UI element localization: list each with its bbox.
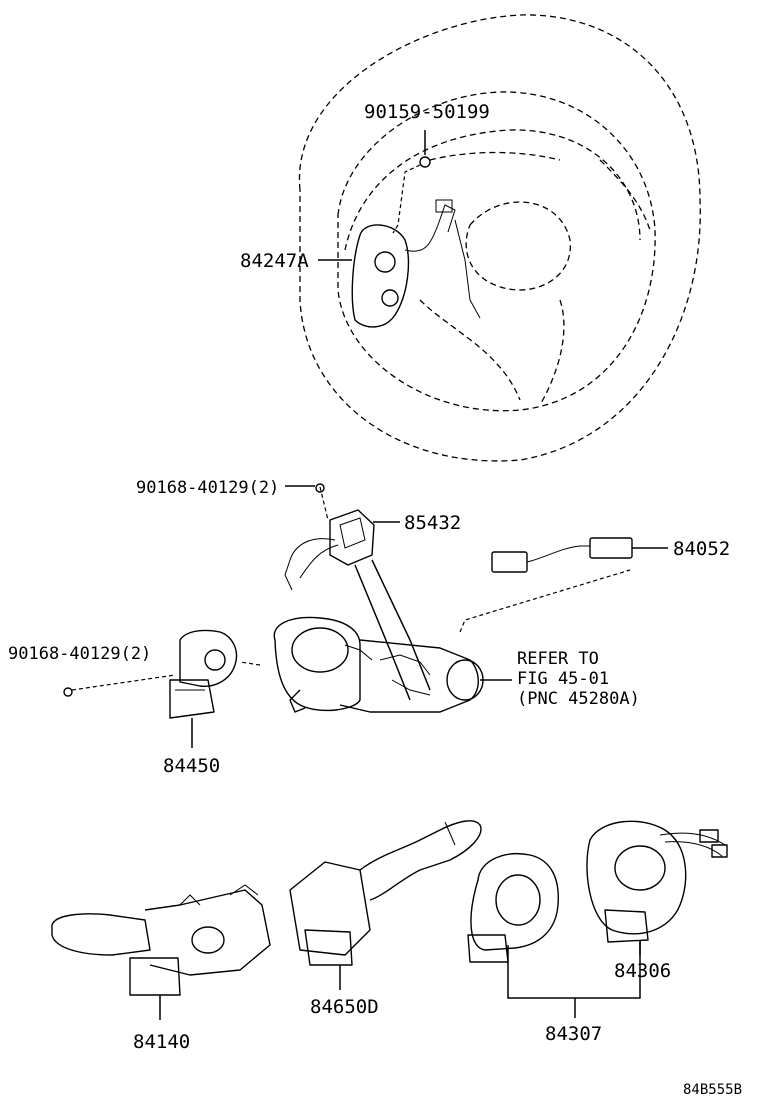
sensor-84052-illustration xyxy=(491,537,633,573)
label-84307: 84307 xyxy=(545,1023,602,1045)
label-84650D: 84650D xyxy=(310,996,379,1018)
column-assembly-illustration xyxy=(239,569,631,713)
switch-84450-illustration xyxy=(63,629,238,719)
combination-switch-84140-illustration xyxy=(51,884,271,1020)
label-90159-50199: 90159-50199 xyxy=(364,101,490,123)
label-84140: 84140 xyxy=(133,1031,190,1053)
leader-lines xyxy=(191,130,668,1018)
reference-line-1: REFER TO xyxy=(517,649,599,669)
figure-code: 84B555B xyxy=(683,1082,742,1098)
spiral-cable-84307-illustration xyxy=(467,853,641,999)
combination-switch-84650D-illustration xyxy=(289,820,482,990)
spiral-cable-84306-illustration xyxy=(586,820,728,943)
label-90168-40129-left: 90168-40129(2) xyxy=(8,644,151,664)
label-84052: 84052 xyxy=(673,538,730,560)
label-85432: 85432 xyxy=(404,512,461,534)
screw-90159-illustration xyxy=(392,156,431,234)
label-84450: 84450 xyxy=(163,755,220,777)
label-84306: 84306 xyxy=(614,960,671,982)
steering-wheel-illustration xyxy=(298,14,701,462)
bracket-85432-illustration xyxy=(284,483,431,701)
label-84247A: 84247A xyxy=(240,250,309,272)
reference-line-3: (PNC 45280A) xyxy=(517,689,640,709)
reference-line-2: FIG 45-01 xyxy=(517,669,609,689)
label-90168-40129-top: 90168-40129(2) xyxy=(136,478,279,498)
steering-pad-switch-illustration xyxy=(351,199,481,328)
